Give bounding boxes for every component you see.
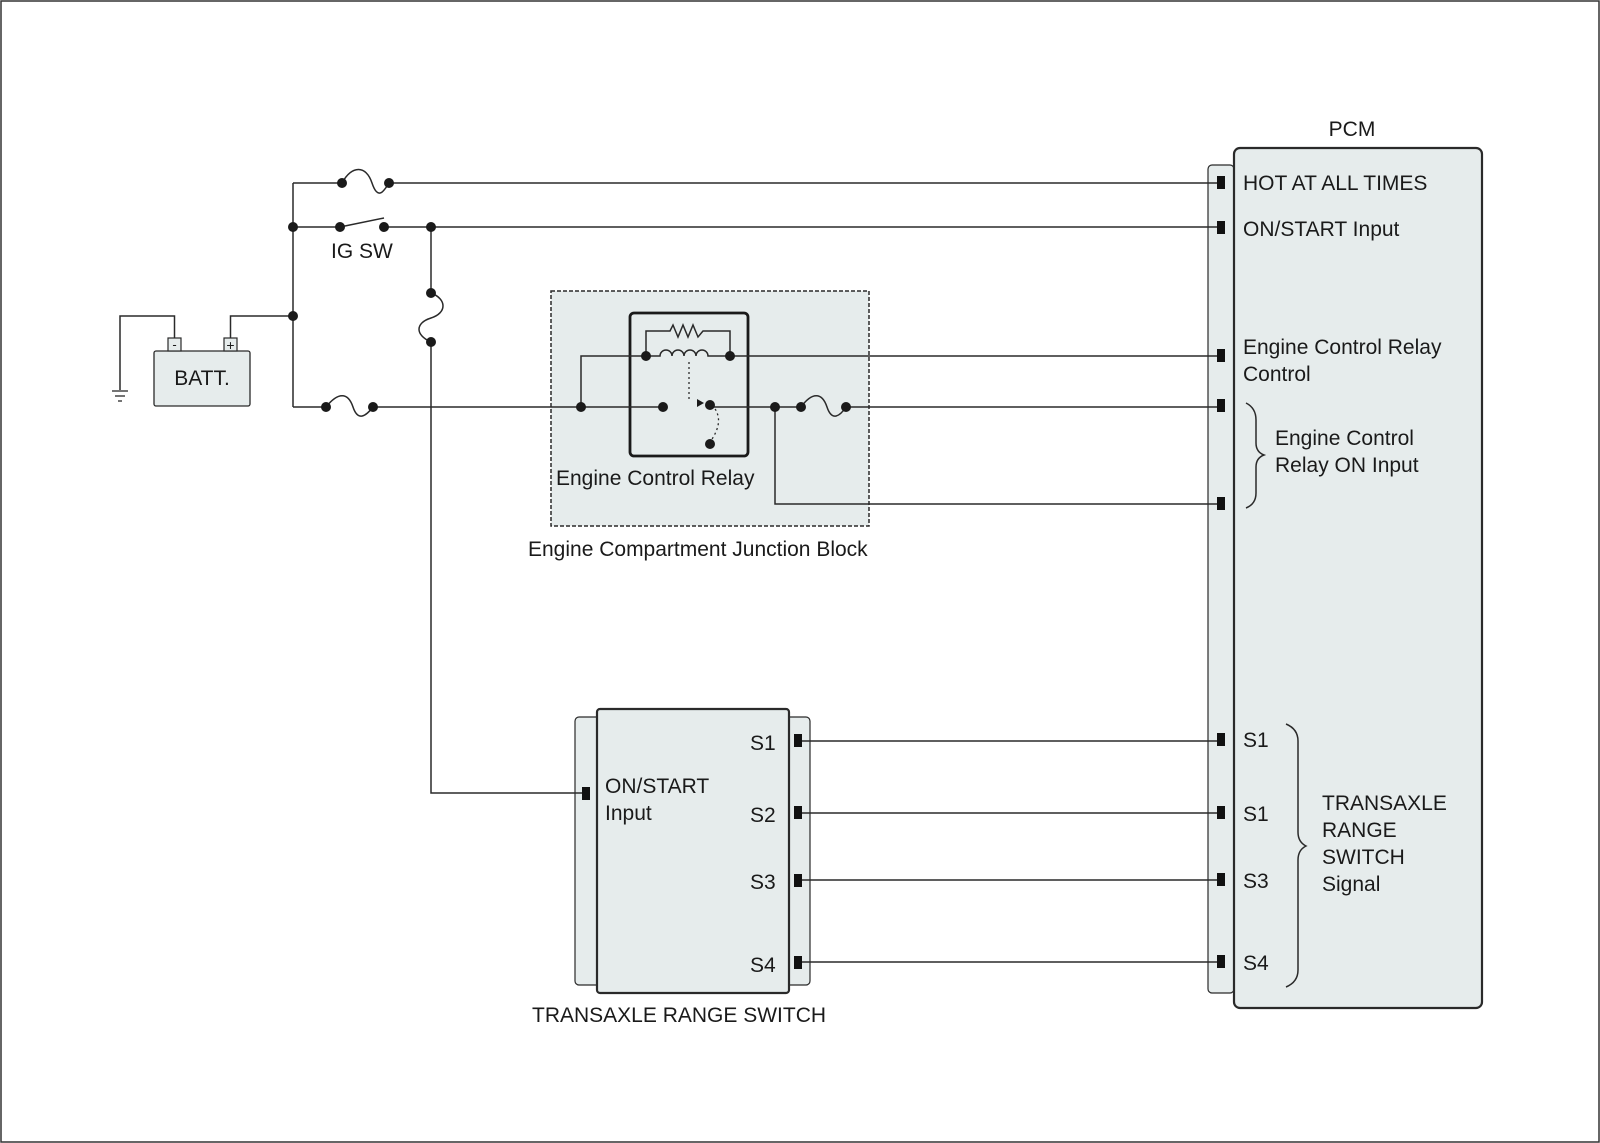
trs-pin-label-s3: S3	[750, 871, 776, 894]
pcm-body	[1232, 146, 1484, 1010]
pcm-label-trs-signal-line1: TRANSAXLE	[1322, 792, 1447, 815]
relay-resistor	[645, 323, 731, 356]
dot-coil-right	[725, 351, 735, 361]
pcm-label-trs-signal-line2: RANGE	[1322, 819, 1397, 842]
fuse-trs-icon	[418, 292, 444, 343]
pcm-label-trs-signal-line3: SWITCH	[1322, 846, 1405, 869]
dot-igsw-in	[335, 222, 345, 232]
trs-pin-label-s2: S2	[750, 804, 776, 827]
ecr-on-input-brace	[1245, 402, 1267, 509]
relay-label: Engine Control Relay	[556, 467, 755, 490]
dot-output-fuse-out	[841, 402, 851, 412]
wire-relay-out-branch	[774, 407, 1217, 505]
wires: IG SW	[229, 168, 1217, 963]
dot-coil-left	[641, 351, 651, 361]
dot-bus-batt	[288, 311, 298, 321]
wire-batt-positive	[229, 315, 293, 338]
battery-pos-symbol: +	[226, 337, 234, 353]
pcm-pin-s3	[1217, 873, 1225, 886]
relay-contact-arc	[709, 404, 720, 443]
trs-input-label-line2: Input	[605, 802, 652, 825]
pcm-pin-label-s4: S4	[1243, 952, 1269, 975]
junction-dots	[288, 178, 851, 449]
dot-hot-fuse-out	[384, 178, 394, 188]
pcm-pin-s4	[1217, 955, 1225, 968]
pcm-pin-label-s1-b: S1	[1243, 803, 1269, 826]
pcm-label-ecr-on-input-line1: Engine Control	[1275, 427, 1414, 450]
trs-pin-s1	[794, 734, 802, 747]
fuse-relay-feed-icon	[325, 395, 374, 417]
transaxle-range-switch: TRANSAXLE RANGE SWITCH ON/START Input S1…	[532, 707, 826, 1027]
trs-pin-s2	[794, 806, 802, 819]
fuse-hot-icon	[341, 168, 390, 194]
relay-contact-arrow-icon	[697, 399, 704, 407]
trs-title: TRANSAXLE RANGE SWITCH	[532, 1004, 826, 1027]
wire-igsw-down-b	[430, 342, 582, 794]
pcm-pin-label-s1-a: S1	[1243, 729, 1269, 752]
dot-relay-contact-nc	[705, 400, 715, 410]
relay-coil-icon	[646, 349, 730, 357]
trs-signal-brace	[1285, 723, 1308, 988]
dot-relay-out-branch	[770, 402, 780, 412]
pcm-pin-label-s3: S3	[1243, 870, 1269, 893]
dot-igsw-out	[379, 222, 389, 232]
dot-relay-contact-no	[705, 439, 715, 449]
pcm-label-ecr-on-input-line2: Relay ON Input	[1275, 454, 1419, 477]
ground-icon	[112, 390, 128, 402]
pcm-module: PCM HOT AT ALL TIMES ON/START Input Engi…	[1207, 118, 1484, 1010]
battery-body	[153, 350, 251, 407]
dot-relay-fuse-in	[321, 402, 331, 412]
pcm-pin-ecr-on-b	[1217, 497, 1225, 510]
battery-label: BATT.	[174, 367, 230, 390]
pcm-label-ecr-control-line1: Engine Control Relay	[1243, 336, 1442, 359]
dot-relay-contact-common	[658, 402, 668, 412]
dot-bus-igsw	[288, 222, 298, 232]
ignition-switch-label: IG SW	[331, 240, 393, 263]
dot-output-fuse-in	[796, 402, 806, 412]
pcm-label-ecr-control-line2: Control	[1243, 363, 1311, 386]
pcm-label-hot-at-all-times: HOT AT ALL TIMES	[1243, 172, 1427, 195]
dot-relay-fuse-out	[368, 402, 378, 412]
pcm-connector-strip	[1207, 164, 1235, 994]
trs-input-label-line1: ON/START	[605, 775, 709, 798]
pcm-label-trs-signal-line4: Signal	[1322, 873, 1380, 896]
trs-pin-label-s1: S1	[750, 732, 776, 755]
battery-ground-lead	[119, 315, 176, 390]
fuse-relay-output-icon	[800, 395, 847, 417]
pcm-label-on-start-input: ON/START Input	[1243, 218, 1400, 241]
dot-igsw-branch	[426, 222, 436, 232]
dot-fuse-trs-top	[426, 288, 436, 298]
wire-coil-supply	[580, 355, 646, 407]
pcm-pin-hot	[1217, 176, 1225, 189]
battery-neg-symbol: -	[172, 337, 176, 352]
pcm-pin-s1-a	[1217, 733, 1225, 746]
pcm-pin-s1-b	[1217, 806, 1225, 819]
trs-pin-label-s4: S4	[750, 954, 776, 977]
junction-block: Engine Compartment Junction Block Engine…	[528, 290, 870, 561]
trs-pin-input	[582, 787, 590, 800]
pcm-pin-ecr-control	[1217, 349, 1225, 362]
trs-pin-s3	[794, 874, 802, 887]
dot-hot-fuse-in	[337, 178, 347, 188]
ignition-switch-icon	[339, 217, 385, 228]
trs-pin-s4	[794, 956, 802, 969]
dot-coil-supply	[576, 402, 586, 412]
pcm-pin-on-start	[1217, 221, 1225, 234]
dot-fuse-trs-bottom	[426, 337, 436, 347]
trs-body	[595, 707, 791, 995]
pcm-title: PCM	[1329, 118, 1376, 141]
junction-block-label: Engine Compartment Junction Block	[528, 538, 868, 561]
pcm-pin-ecr-on-a	[1217, 399, 1225, 412]
battery: - + BATT.	[112, 315, 251, 407]
